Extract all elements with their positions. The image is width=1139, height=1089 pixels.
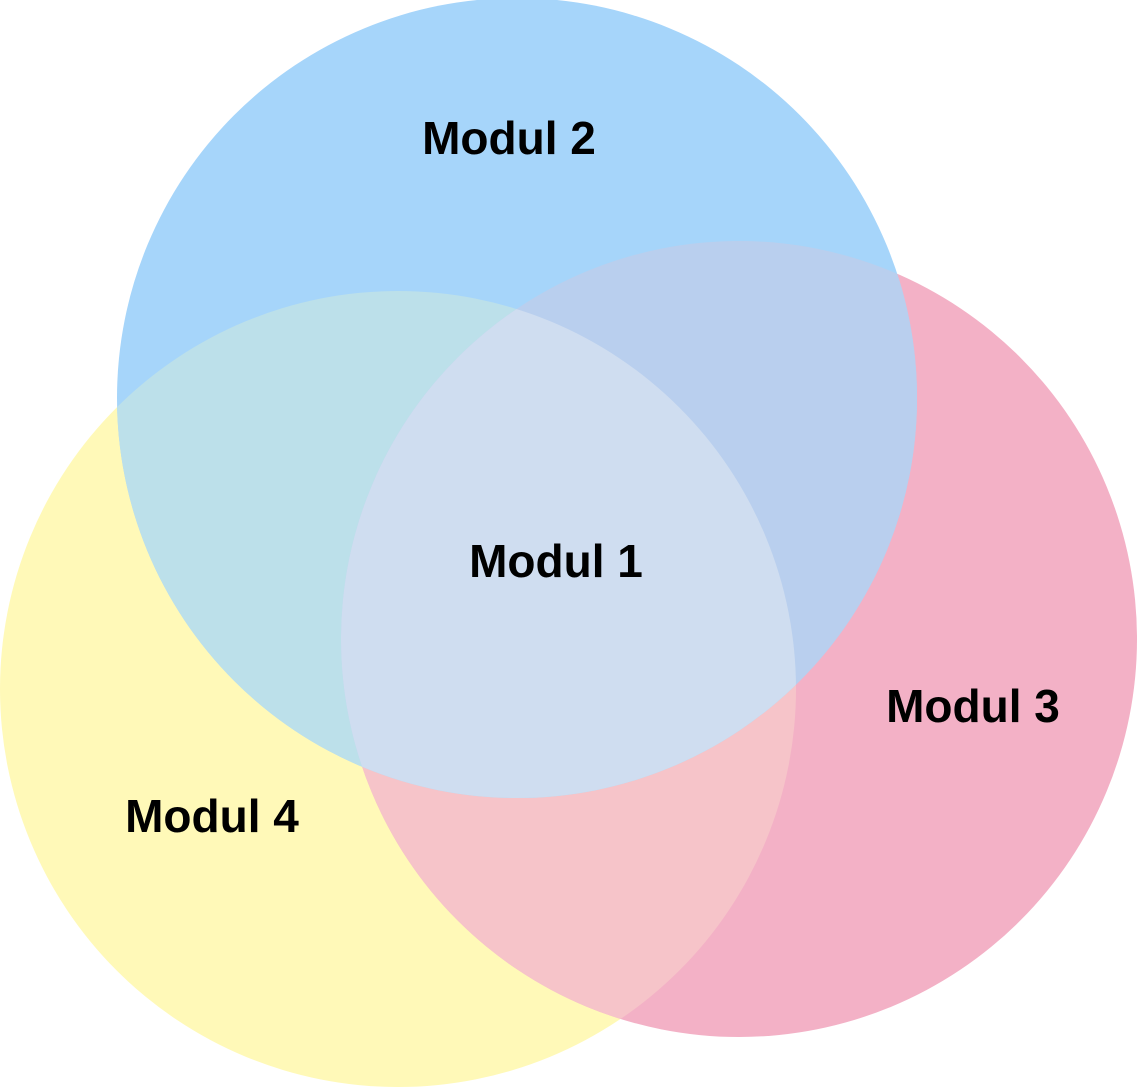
modul-1-region (341, 291, 796, 798)
modul-1-label: Modul 1 (469, 535, 643, 587)
modul-2-label: Modul 2 (422, 112, 596, 164)
modul-4-label: Modul 4 (125, 790, 299, 842)
modul-3-label: Modul 3 (886, 680, 1060, 732)
